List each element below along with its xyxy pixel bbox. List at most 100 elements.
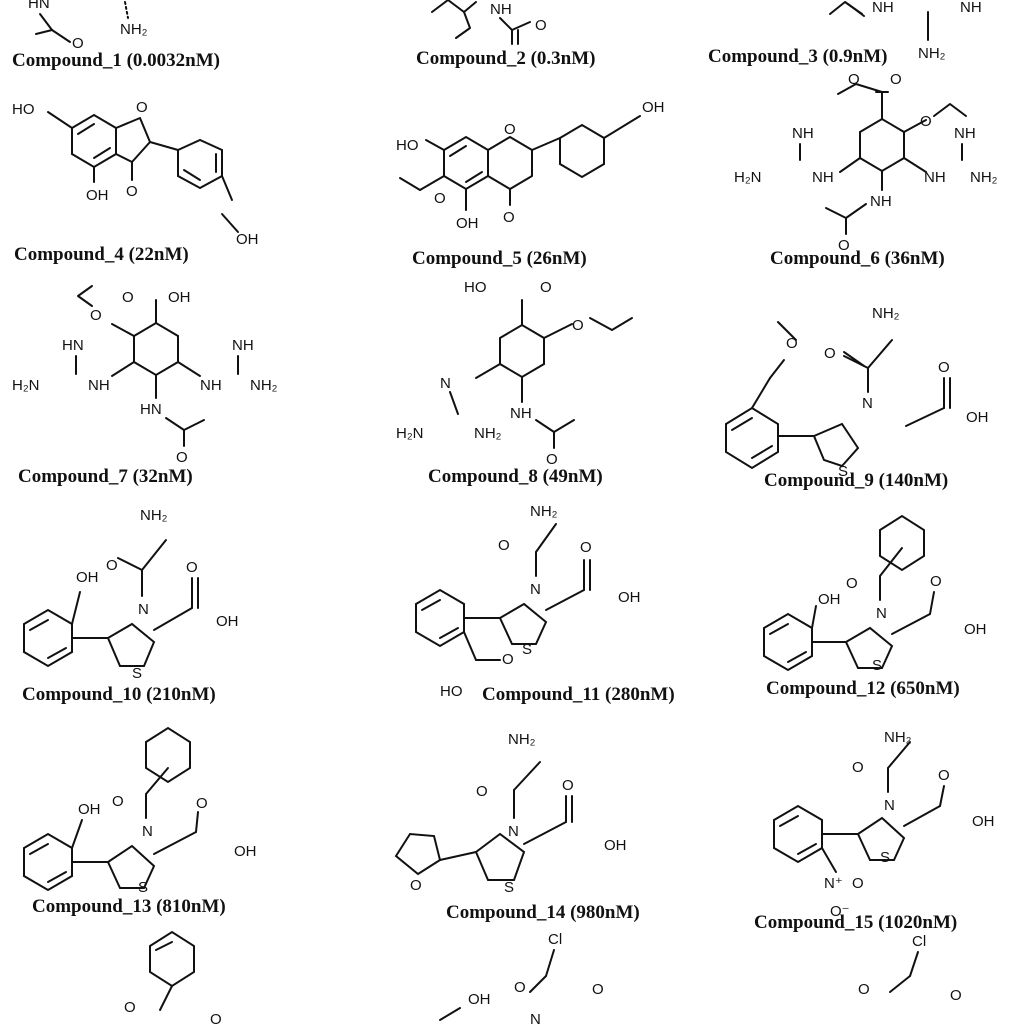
atom-label: O <box>846 575 858 592</box>
atom-label: N <box>862 395 873 412</box>
atom-label: O <box>124 999 136 1016</box>
atom-label: O <box>502 651 514 668</box>
atom-label: NH₂ <box>250 377 278 394</box>
atom-label: O <box>196 795 208 812</box>
atom-label: HO <box>12 101 35 118</box>
atom-label: O <box>122 289 134 306</box>
atom-label: S <box>838 463 848 480</box>
atom-label: O <box>514 979 526 996</box>
atom-label: OH <box>818 591 841 608</box>
atom-label: O <box>950 987 962 1004</box>
atom-label: NH₂ <box>120 21 148 38</box>
atom-label: N <box>142 823 153 840</box>
atom-label: O <box>540 279 552 296</box>
atom-label: H₂N <box>396 425 424 442</box>
atom-label: OH <box>966 409 989 426</box>
atom-label: O⁻ <box>830 903 850 920</box>
atom-label: O <box>90 307 102 324</box>
atom-label: OH <box>86 187 109 204</box>
atom-label: S <box>504 879 514 896</box>
atom-label: OH <box>168 289 191 306</box>
atom-label: NH <box>200 377 222 394</box>
atom-label: O <box>476 783 488 800</box>
atom-label: N <box>530 581 541 598</box>
compound-label: Compound_13 (810nM) <box>32 896 226 917</box>
atom-label: HN <box>140 401 162 418</box>
atom-label: OH <box>76 569 99 586</box>
atom-label: NH <box>232 337 254 354</box>
atom-label: O <box>112 793 124 810</box>
atom-label: NH₂ <box>918 45 946 62</box>
structure-compound-9: O S N O NH₂ O OH <box>725 305 989 480</box>
atom-label: S <box>872 657 882 674</box>
compound-label: Compound_14 (980nM) <box>446 902 640 923</box>
atom-label: OH <box>456 215 479 232</box>
atom-label: H₂N <box>12 377 40 394</box>
atom-label: O <box>852 759 864 776</box>
compound-label: Compound_9 (140nM) <box>764 470 949 491</box>
atom-label: O <box>176 449 188 466</box>
structure-compound-6: O O O NH NH NH₂ NH NH H₂N NH O <box>734 71 998 254</box>
atom-label: HO <box>440 683 463 700</box>
compound-label: Compound_3 (0.9nM) <box>708 46 888 67</box>
atom-label: Cl <box>548 931 562 948</box>
compound-label: Compound_10 (210nM) <box>22 684 216 705</box>
atom-label: HO <box>396 137 419 154</box>
atom-label: O <box>852 875 864 892</box>
atom-label: OH <box>972 813 995 830</box>
atom-label: N⁺ <box>824 875 843 892</box>
structure-compound-16-partial: O O <box>124 930 222 1024</box>
atom-label: OH <box>236 231 259 248</box>
atom-label: NH₂ <box>872 305 900 322</box>
atom-label: N <box>530 1011 541 1024</box>
atom-label: S <box>880 849 890 866</box>
atom-label: O <box>504 121 516 138</box>
atom-label: O <box>562 777 574 794</box>
structure-compound-14: O S N O NH₂ O OH <box>394 731 627 896</box>
atom-label: HN <box>28 0 50 12</box>
atom-label: O <box>824 345 836 362</box>
atom-label: O <box>938 767 950 784</box>
compound-label: Compound_7 (32nM) <box>18 466 193 487</box>
atom-label: N <box>876 605 887 622</box>
structure-compound-17-partial: OH Cl O O N <box>439 931 604 1024</box>
atom-label: O <box>410 877 422 894</box>
atom-label: NH₂ <box>884 729 912 746</box>
structure-compound-8: HO O O N H₂N NH₂ NH O <box>396 279 633 468</box>
structure-compound-11: S N O NH₂ O OH O HO <box>415 503 641 700</box>
compound-label: Compound_8 (49nM) <box>428 466 603 487</box>
atom-label: O <box>535 17 547 34</box>
atom-label: N <box>440 375 451 392</box>
atom-label: O <box>126 183 138 200</box>
structure-compound-18-partial: Cl O O <box>858 933 962 1004</box>
atom-label: OH <box>604 837 627 854</box>
structure-compound-1: HN O NH₂ <box>28 0 148 52</box>
atom-label: N <box>508 823 519 840</box>
structure-compound-2: NH O <box>431 0 547 45</box>
atom-label: O <box>72 35 84 52</box>
atom-label: O <box>186 559 198 576</box>
atom-label: O <box>546 451 558 468</box>
atom-label: O <box>503 209 515 226</box>
atom-label: O <box>838 237 850 254</box>
atom-label: O <box>890 71 902 88</box>
atom-label: NH₂ <box>970 169 998 186</box>
atom-label: NH <box>872 0 894 16</box>
atom-label: O <box>848 71 860 88</box>
atom-label: NH <box>510 405 532 422</box>
atom-label: N <box>138 601 149 618</box>
compound-label: Compound_2 (0.3nM) <box>416 48 596 69</box>
structure-compound-10: OH S N O NH₂ O OH <box>23 507 239 682</box>
atom-label: NH₂ <box>508 731 536 748</box>
compound-label: Compound_12 (650nM) <box>766 678 960 699</box>
atom-label: O <box>580 539 592 556</box>
atom-label: OH <box>964 621 987 638</box>
atom-label: NH₂ <box>140 507 168 524</box>
atom-label: O <box>210 1011 222 1024</box>
atom-label: O <box>136 99 148 116</box>
compound-label: Compound_5 (26nM) <box>412 248 587 269</box>
atom-label: O <box>434 190 446 207</box>
atom-label: NH <box>954 125 976 142</box>
